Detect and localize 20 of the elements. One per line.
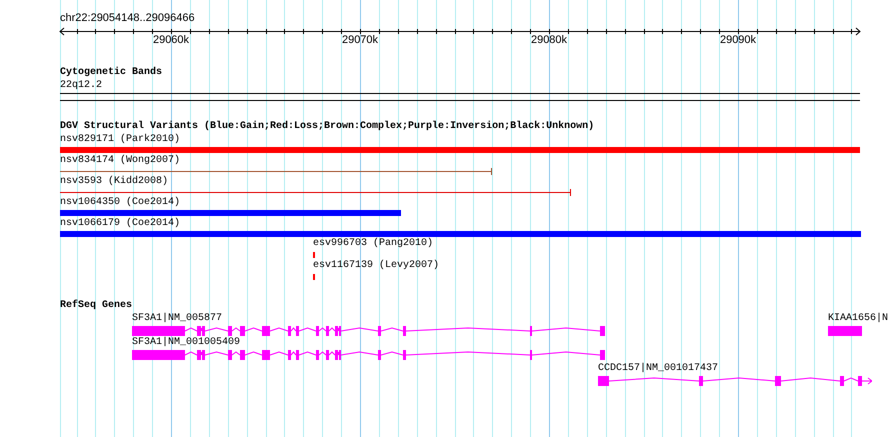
feature-label: KIAA1656|N [828, 313, 888, 325]
track-title: Cytogenetic Bands [60, 67, 162, 79]
feature-label: 22q12.2 [60, 80, 102, 92]
feature-label: CCDC157|NM_001017437 [598, 363, 718, 375]
track-title: DGV Structural Variants (Blue:Gain;Red:Loss;Brown:Complex;Purple:Inversion;Black:Unknown) [60, 121, 594, 133]
feature-label: nsv1064350 (Coe2014) [60, 197, 180, 209]
tick-label: 29080k [530, 34, 568, 47]
feature-label: esv996703 (Pang2010) [313, 238, 434, 250]
feature-label: esv1167139 (Levy2007) [313, 260, 440, 272]
feature-label: SF3A1|NM_005877 [132, 313, 222, 325]
feature-label: nsv829171 (Park2010) [60, 134, 180, 146]
tick-label: 29060k [152, 34, 190, 47]
feature-label: nsv1066179 (Coe2014) [60, 218, 180, 230]
feature-label: nsv3593 (Kidd2008) [60, 176, 168, 188]
feature-label: nsv834174 (Wong2007) [60, 155, 180, 167]
track-title: RefSeq Genes [60, 300, 132, 312]
tick-label: 29070k [342, 34, 378, 47]
feature-label: SF3A1|NM_001005409 [132, 337, 240, 349]
coordinate-range: chr22:29054148..29096466 [60, 12, 195, 25]
tick-label: 29090k [720, 34, 756, 47]
